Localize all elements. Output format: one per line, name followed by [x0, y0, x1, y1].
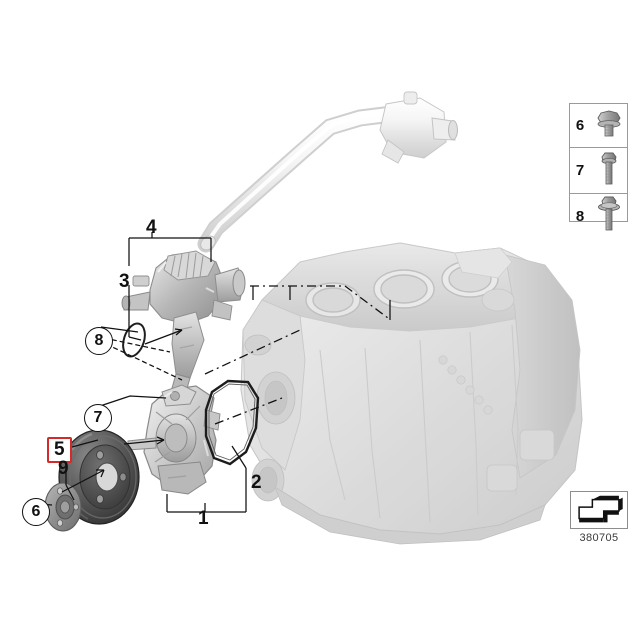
legend-number-8: 8 [575, 208, 585, 225]
fastener-legend: 6 7 [569, 103, 628, 231]
callout-7: 7 [84, 404, 112, 432]
legend-row-8: 8 [570, 194, 627, 239]
callout-5-highlighted[interactable]: 5 [47, 437, 72, 463]
callout-4: 4 [146, 217, 157, 238]
callout-9: 9 [58, 458, 69, 479]
engine-block [240, 242, 583, 545]
hex-head-bolt-icon [590, 104, 628, 147]
long-shank-bolt-icon [590, 148, 628, 193]
diagram-id-number: 380705 [579, 532, 619, 544]
legend-number-6: 6 [575, 117, 585, 134]
callout-2: 2 [251, 472, 262, 493]
water-pump-gasket [204, 379, 260, 466]
callout-1: 1 [198, 508, 209, 529]
legend-number-7: 7 [575, 162, 585, 179]
callout-3: 3 [119, 271, 130, 292]
diagram-id-block: 380705 [570, 491, 628, 544]
thermostat-with-housing [121, 250, 246, 393]
callout-8: 8 [85, 327, 113, 355]
arrow-pointer-icon [570, 491, 628, 529]
flanged-bolt-icon [590, 194, 628, 239]
coolant-pipe [197, 91, 458, 253]
legend-row-6: 6 [570, 104, 627, 148]
leader-lines [37, 232, 391, 513]
legend-row-7: 7 [570, 148, 627, 194]
water-pump-assembly [127, 384, 221, 495]
callout-6: 6 [22, 498, 50, 526]
pulley-hub-flange [44, 482, 82, 532]
thermostat-oring [122, 322, 146, 358]
